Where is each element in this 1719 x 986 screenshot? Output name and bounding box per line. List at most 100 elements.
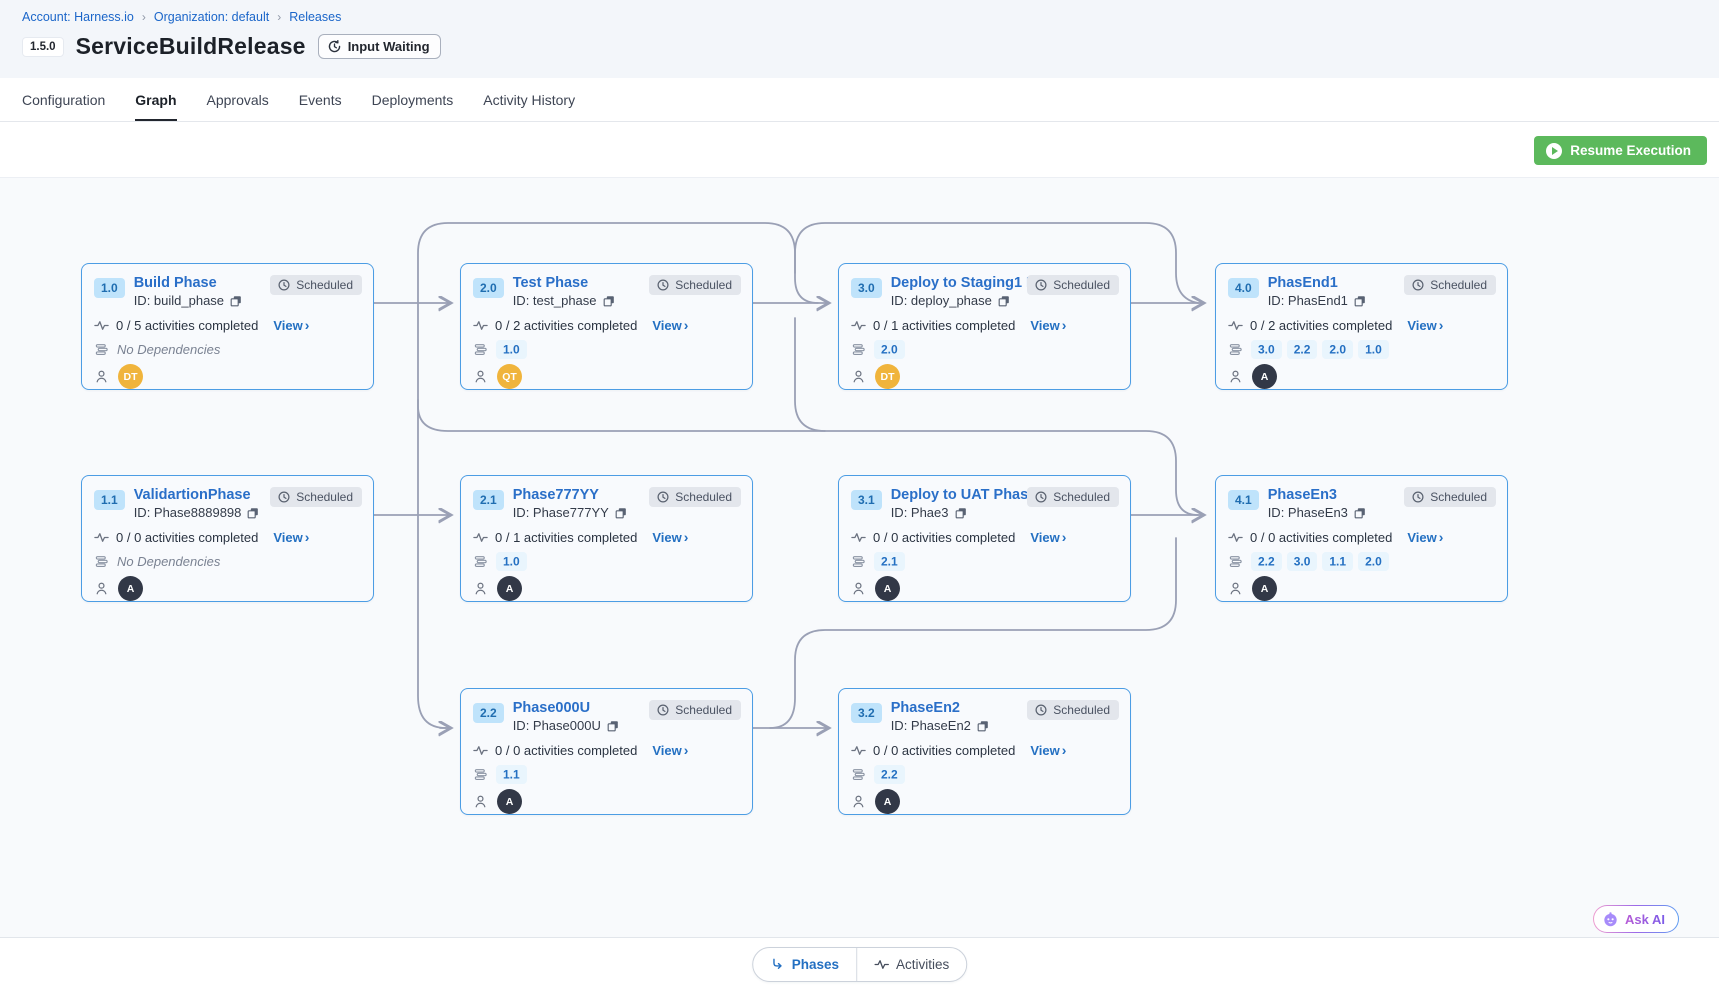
copy-icon[interactable] (246, 506, 260, 520)
phase-card-test-phase[interactable]: Scheduled 2.0 Test Phase ID: test_phase … (460, 263, 753, 390)
person-icon (473, 794, 488, 809)
phase-card-deploy-staging1[interactable]: Scheduled 3.0 Deploy to Staging1 Phase I… (838, 263, 1131, 390)
avatar[interactable]: DT (118, 364, 143, 389)
dependency-chip[interactable]: 1.0 (1358, 340, 1389, 359)
dependency-chip[interactable]: 2.0 (874, 340, 905, 359)
dependency-chip[interactable]: 2.2 (874, 765, 905, 784)
dependency-chip[interactable]: 3.0 (1251, 340, 1282, 359)
phase-title-link[interactable]: PhaseEn3 (1268, 487, 1367, 503)
copy-icon[interactable] (976, 719, 990, 733)
view-activities-link[interactable]: View› (652, 317, 688, 333)
dependency-chip[interactable]: 2.2 (1287, 340, 1318, 359)
avatar[interactable]: A (118, 576, 143, 601)
person-icon (851, 794, 866, 809)
tab-events[interactable]: Events (299, 78, 342, 121)
avatar[interactable]: A (875, 789, 900, 814)
copy-icon[interactable] (1353, 506, 1367, 520)
dependency-chip[interactable]: 1.1 (496, 765, 527, 784)
phase-title-link[interactable]: Phase000U (513, 700, 620, 716)
chevron-right-icon: › (305, 317, 310, 333)
copy-icon[interactable] (997, 294, 1011, 308)
phase-id: ID: PhasEnd1 (1268, 293, 1348, 308)
dependency-chip[interactable]: 2.0 (1322, 340, 1353, 359)
phase-id: ID: build_phase (134, 293, 224, 308)
ask-ai-button[interactable]: Ask AI (1593, 905, 1679, 933)
activity-pulse-icon (94, 318, 109, 333)
person-icon (851, 369, 866, 384)
dependency-chip[interactable]: 2.2 (1251, 552, 1282, 571)
activity-pulse-icon (473, 318, 488, 333)
phase-title-link[interactable]: ValidartionPhase (134, 487, 261, 503)
avatar[interactable]: A (1252, 364, 1277, 389)
chevron-right-icon: › (1439, 317, 1444, 333)
phase-title-link[interactable]: Build Phase (134, 275, 243, 291)
view-activities-link[interactable]: View› (652, 529, 688, 545)
view-activities-link[interactable]: View› (273, 317, 309, 333)
breadcrumb-separator: › (277, 10, 281, 24)
toggle-phases[interactable]: Phases (753, 948, 856, 981)
tab-graph[interactable]: Graph (135, 78, 176, 121)
view-activities-link[interactable]: View› (652, 742, 688, 758)
pipeline-graph-canvas[interactable]: Scheduled 1.0 Build Phase ID: build_phas… (0, 177, 1719, 937)
phase-title-link[interactable]: PhaseEn2 (891, 700, 990, 716)
copy-icon[interactable] (1353, 294, 1367, 308)
avatar[interactable]: DT (875, 364, 900, 389)
dependency-chip[interactable]: 3.0 (1287, 552, 1318, 571)
phase-title-link[interactable]: PhasEnd1 (1268, 275, 1367, 291)
phase-card-phase777yy[interactable]: Scheduled 2.1 Phase777YY ID: Phase777YY … (460, 475, 753, 602)
resume-execution-button[interactable]: Resume Execution (1534, 136, 1707, 165)
status-badge: Scheduled (649, 487, 741, 507)
phase-card-build-phase[interactable]: Scheduled 1.0 Build Phase ID: build_phas… (81, 263, 374, 390)
phase-id: ID: Phase777YY (513, 505, 609, 520)
avatar[interactable]: QT (497, 364, 522, 389)
input-waiting-badge: Input Waiting (318, 34, 441, 59)
toggle-activities[interactable]: Activities (856, 948, 966, 981)
breadcrumb-account-link[interactable]: Account: Harness.io (22, 10, 134, 24)
avatar[interactable]: A (1252, 576, 1277, 601)
phase-number-badge: 3.2 (851, 703, 882, 723)
view-activities-link[interactable]: View› (1030, 742, 1066, 758)
phase-id: ID: Phase8889898 (134, 505, 242, 520)
view-activities-link[interactable]: View› (273, 529, 309, 545)
phase-id: ID: Phae3 (891, 505, 949, 520)
tab-deployments[interactable]: Deployments (372, 78, 454, 121)
view-activities-link[interactable]: View› (1407, 317, 1443, 333)
tab-activity-history[interactable]: Activity History (483, 78, 575, 121)
copy-icon[interactable] (229, 294, 243, 308)
avatar[interactable]: A (875, 576, 900, 601)
phase-title-link[interactable]: Test Phase (513, 275, 616, 291)
dependencies-icon (851, 554, 866, 569)
breadcrumb-releases-link[interactable]: Releases (289, 10, 341, 24)
dependencies-icon (94, 554, 109, 569)
phase-card-phaseen2[interactable]: Scheduled 3.2 PhaseEn2 ID: PhaseEn2 0 / … (838, 688, 1131, 815)
no-dependencies-label: No Dependencies (117, 554, 220, 569)
avatar[interactable]: A (497, 789, 522, 814)
view-activities-link[interactable]: View› (1030, 529, 1066, 545)
dependency-chip[interactable]: 2.1 (874, 552, 905, 571)
chevron-right-icon: › (1062, 742, 1067, 758)
clock-icon (1034, 278, 1048, 292)
copy-icon[interactable] (602, 294, 616, 308)
phase-title-link[interactable]: Phase777YY (513, 487, 628, 503)
view-activities-link[interactable]: View› (1030, 317, 1066, 333)
phase-card-phaseen3[interactable]: Scheduled 4.1 PhaseEn3 ID: PhaseEn3 0 / … (1215, 475, 1508, 602)
copy-icon[interactable] (614, 506, 628, 520)
tab-approvals[interactable]: Approvals (207, 78, 269, 121)
phase-card-phasend1[interactable]: Scheduled 4.0 PhasEnd1 ID: PhasEnd1 0 / … (1215, 263, 1508, 390)
phase-title-link[interactable]: Deploy to UAT Phase (891, 487, 1037, 503)
toolbar: Resume Execution (0, 122, 1719, 177)
phase-card-phase000u[interactable]: Scheduled 2.2 Phase000U ID: Phase000U 0 … (460, 688, 753, 815)
copy-icon[interactable] (606, 719, 620, 733)
avatar[interactable]: A (497, 576, 522, 601)
view-activities-link[interactable]: View› (1407, 529, 1443, 545)
phase-card-validartionphase[interactable]: Scheduled 1.1 ValidartionPhase ID: Phase… (81, 475, 374, 602)
dependency-chip[interactable]: 1.0 (496, 552, 527, 571)
dependency-chip[interactable]: 1.1 (1322, 552, 1353, 571)
copy-icon[interactable] (954, 506, 968, 520)
dependency-chip[interactable]: 2.0 (1358, 552, 1389, 571)
tab-configuration[interactable]: Configuration (22, 78, 105, 121)
breadcrumb-organization-link[interactable]: Organization: default (154, 10, 269, 24)
activity-pulse-icon (874, 957, 889, 972)
dependency-chip[interactable]: 1.0 (496, 340, 527, 359)
phase-card-deploy-uat[interactable]: Scheduled 3.1 Deploy to UAT Phase ID: Ph… (838, 475, 1131, 602)
